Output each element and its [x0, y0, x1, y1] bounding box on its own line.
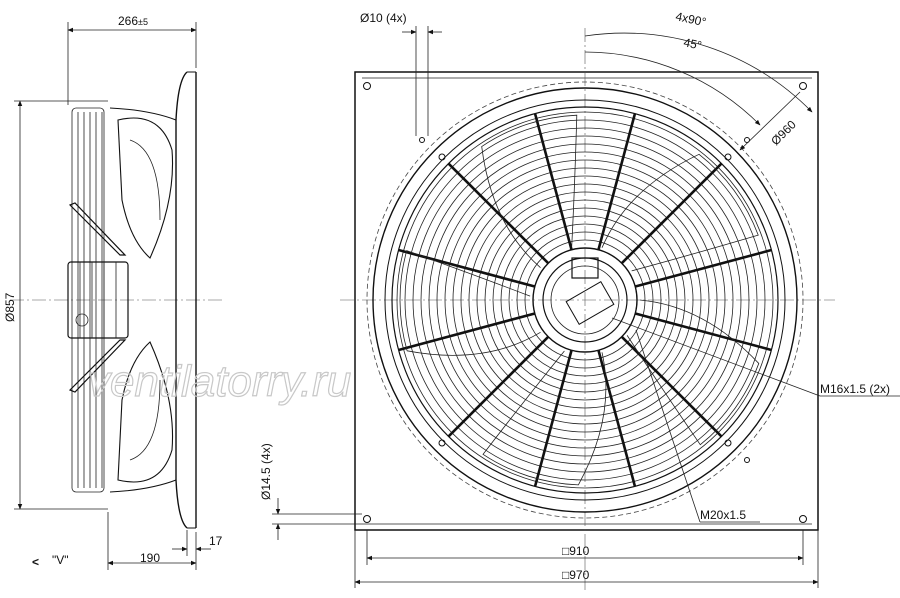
hole-label: Ø10 (4x) — [360, 11, 407, 25]
guard-spoke — [597, 349, 637, 487]
angle-arc-90 — [584, 32, 813, 113]
side-view: 266±5 Ø857 190 17 < "V" — [3, 14, 225, 570]
guard-wire-ring — [436, 151, 734, 449]
guard-wire-ring — [524, 239, 646, 361]
guard-spoke — [447, 162, 550, 265]
front-impeller-blade — [481, 114, 578, 268]
view-arrow-icon: < — [32, 555, 39, 569]
guard-wire-ring — [428, 143, 742, 457]
guard-hole-icon — [724, 153, 732, 161]
mount-hole-label: Ø14.5 (4x) — [259, 443, 273, 500]
mount-hole-icon — [363, 82, 371, 90]
inlet-nozzle — [175, 71, 188, 529]
guard-spoke — [620, 335, 723, 438]
guard-hole-icon — [724, 439, 732, 447]
front-impeller-blade — [601, 153, 759, 272]
guard-hole-icon — [438, 153, 446, 161]
motor-body — [67, 261, 129, 339]
guard-wire-ring — [492, 207, 678, 393]
front-impeller-blade — [482, 350, 607, 486]
guard-spoke — [634, 248, 772, 288]
guard-spoke — [597, 113, 637, 251]
guard-wire-ring — [420, 135, 750, 465]
front-view: Ø10 (4x) 4x90° 45° Ø960 Ø14.5 (4x) M16x1… — [259, 9, 900, 590]
guard-spoke — [533, 349, 573, 487]
cable-gland-icon — [75, 313, 89, 327]
mount-hole-icon — [363, 515, 371, 523]
inlet-ring-inner — [384, 99, 786, 501]
guard-spoke — [533, 113, 573, 251]
depth-label: 266±5 — [118, 14, 148, 28]
support-strut-upper — [68, 202, 127, 256]
base-label: 190 — [140, 551, 160, 565]
guard-spoke — [634, 312, 772, 352]
motor-plate-icon — [565, 281, 615, 325]
thread-label-m16: M16x1.5 (2x) — [820, 382, 890, 396]
guard-wire-ring — [444, 159, 726, 441]
guard-rim — [391, 106, 779, 494]
guard-spoke — [620, 162, 723, 265]
angle-arc-45 — [584, 51, 761, 126]
guard-wire-ring — [404, 119, 766, 481]
view-label: "V" — [52, 553, 69, 567]
guard-hole-icon — [438, 439, 446, 447]
motor-hub — [532, 247, 638, 353]
inner-width-label: □910 — [562, 544, 590, 558]
guard-wire-ring — [452, 167, 718, 433]
support-strut-lower — [68, 339, 127, 393]
bolt-hole-icon — [744, 457, 750, 463]
guard-spoke — [398, 312, 536, 352]
watermark: ventilatorry.ru — [88, 357, 351, 406]
guard-wire-ring — [476, 191, 694, 409]
bolt-circle — [366, 81, 804, 519]
bolt-hole-icon — [419, 137, 425, 143]
outer-width-label: □970 — [562, 568, 590, 582]
front-guard-grille — [396, 111, 774, 489]
terminal-box-icon — [571, 257, 599, 279]
guard-wire-ring — [500, 215, 670, 385]
guard-spoke — [398, 248, 536, 288]
guard-wire-ring — [508, 223, 662, 377]
bolt-hole-icon — [744, 137, 750, 143]
front-impeller-blade — [399, 250, 541, 356]
guard-spoke — [447, 335, 550, 438]
guard-wire-ring — [460, 175, 710, 425]
impeller-blade-upper — [117, 117, 174, 259]
inlet-ring-outer — [372, 87, 798, 513]
front-impeller-blade — [626, 299, 760, 446]
angle-label-90: 4x90° — [674, 9, 707, 29]
guard-wire-ring — [484, 199, 686, 401]
diameter-label: Ø857 — [3, 292, 17, 322]
thread-label-m20: M20x1.5 — [700, 508, 746, 522]
front-impeller-blades — [399, 114, 760, 486]
bolt-circle-label: Ø960 — [768, 117, 799, 148]
mount-hole-icon — [799, 82, 807, 90]
guard-wire-ring — [516, 231, 654, 369]
flange-label: 17 — [209, 534, 223, 548]
corner-mount-holes — [363, 82, 807, 523]
impeller-blade-lower — [117, 341, 174, 483]
guard-spokes — [398, 113, 772, 487]
mount-hole-icon — [799, 515, 807, 523]
guard-wire-ring — [468, 183, 702, 417]
guard-wire-ring — [396, 111, 774, 489]
angle-label-45: 45° — [682, 35, 703, 53]
